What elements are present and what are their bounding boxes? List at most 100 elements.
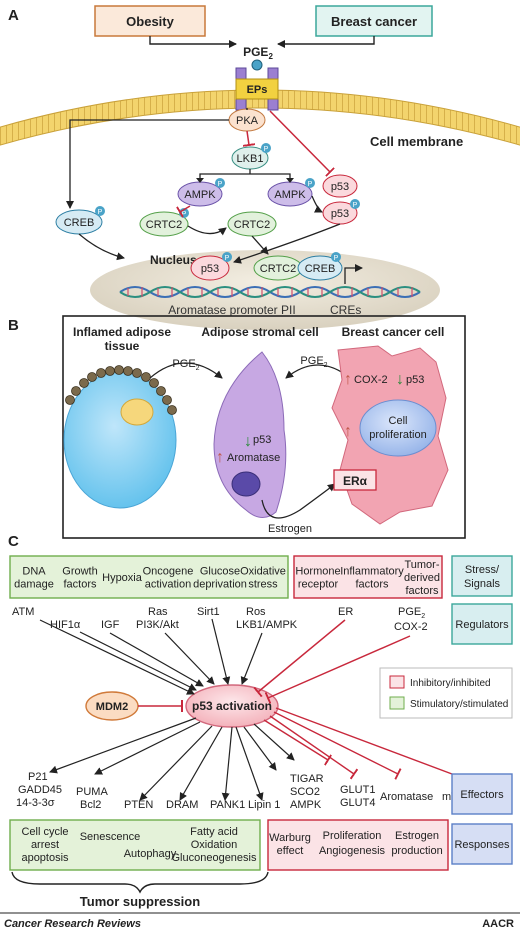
- pka-inhibits-lkb1: [242, 130, 256, 147]
- adipocyte-nucleus: [120, 398, 154, 426]
- p53-nuclear-node: [190, 255, 230, 281]
- era-box: [333, 469, 377, 491]
- eff-bcl2: Bcl2: [80, 799, 101, 811]
- green-signal-3-0: Oncogene: [143, 566, 194, 578]
- resp-prolif-1: Proliferation: [323, 830, 382, 842]
- green-signal-4-0: Glucose: [200, 566, 240, 578]
- ep-receptor: [235, 67, 279, 111]
- reg-cox2: COX-2: [394, 621, 428, 633]
- eff-ampk: AMPK: [290, 799, 322, 811]
- eff-dram: DRAM: [166, 799, 198, 811]
- aromatase-promoter-label: Aromatase promoter PII: [168, 303, 295, 317]
- phospho-label: P: [353, 202, 358, 209]
- cancer-cell-title: Breast cancer cell: [342, 325, 445, 339]
- reg-igf: IGF: [101, 619, 120, 631]
- er-inhibits-p53: [253, 619, 346, 698]
- eff-pank1: PANK1: [210, 799, 245, 811]
- creb-label: CREB: [64, 217, 95, 229]
- lkb1-label: LKB1: [237, 153, 264, 165]
- creb-to-nucleus-arrow: [78, 233, 125, 261]
- eff-pten: PTEN: [124, 799, 153, 811]
- reg-ros: Ros: [246, 606, 266, 618]
- resp-senescence: Senescence: [80, 831, 141, 843]
- red-signal-1-0: Inflammatory: [340, 566, 404, 578]
- phospho-label: P: [98, 209, 103, 216]
- cell-prolif-label-2: proliferation: [369, 429, 426, 441]
- green-signals-box: [9, 555, 289, 599]
- phospho-label: P: [218, 181, 223, 188]
- inflamed-title-2: tissue: [105, 339, 140, 353]
- aromatase-up-arrow: ↑: [216, 449, 224, 466]
- ampk-phospho-2: [305, 178, 315, 188]
- publisher-name: AACR: [482, 918, 514, 930]
- cancer-to-pge2-arrow: [277, 36, 375, 48]
- crtc2-label-b: CRTC2: [234, 219, 270, 231]
- legend-inhibitory-swatch: [389, 675, 405, 689]
- eff-glut4: GLUT4: [340, 797, 375, 809]
- panel-b-label: B: [8, 317, 19, 334]
- cres-label: CREs: [330, 303, 361, 317]
- creb-phospho: [95, 206, 105, 216]
- eff-tigar: TIGAR: [290, 773, 324, 785]
- cell-prolif-label-1: Cell: [389, 415, 408, 427]
- green-signal-0-0: DNA: [22, 566, 46, 578]
- stromal-title: Adipose stromal cell: [201, 325, 318, 339]
- red-signal-0-0: Hormone: [295, 566, 340, 578]
- green-signal-1-1: factors: [63, 579, 97, 591]
- pka-label: PKA: [236, 115, 259, 127]
- cox2-label: COX-2: [354, 374, 388, 386]
- red-signal-1-1: factors: [355, 579, 389, 591]
- cancer-p53-down-arrow: ↓: [396, 371, 404, 388]
- stress-signals-label-1: Stress/: [465, 564, 500, 576]
- effectors-box: [451, 773, 513, 815]
- reg-sirt1: Sirt1: [197, 606, 220, 618]
- stress-signals-box: [451, 555, 513, 597]
- mdm2-label: MDM2: [96, 701, 128, 713]
- pge2-label: PGE2: [243, 45, 273, 61]
- cell-membrane-label: Cell membrane: [370, 134, 463, 149]
- phospho-label: P: [334, 255, 339, 262]
- reg-atm: ATM: [12, 606, 34, 618]
- creb-nuclear-node: [297, 255, 343, 281]
- ampk-label-1: AMPK: [184, 189, 216, 201]
- red-signals: HormonereceptorInflammatoryfactorsTumor-…: [295, 559, 440, 597]
- green-signal-5-0: Oxidative: [240, 566, 286, 578]
- p53-label-a: p53: [331, 181, 349, 193]
- reg-pge2: PGE2: [398, 606, 425, 620]
- red-signals-box: [293, 555, 443, 599]
- estrogen-label: Estrogen: [268, 523, 312, 535]
- p53-label-b: p53: [331, 208, 349, 220]
- p53-node-a: [322, 174, 358, 198]
- adipose-to-stromal-pge2: [149, 362, 223, 379]
- eff-glut1: GLUT1: [340, 784, 375, 796]
- resp-estrogen-2: production: [391, 845, 442, 857]
- resp-warburg-2: effect: [277, 845, 304, 857]
- resp-warburg-1: Warburg: [269, 832, 311, 844]
- stromal-cell: [213, 351, 287, 518]
- panel-b-frame: [62, 315, 466, 539]
- green-signal-0-1: damage: [14, 579, 54, 591]
- legend-inhibitory-label: Inhibitory/inhibited: [410, 678, 491, 689]
- tumor-suppression-label: Tumor suppression: [80, 894, 200, 909]
- legend-stimulatory-swatch: [389, 696, 405, 710]
- p53-down-arrow: ↓: [244, 433, 252, 450]
- arrowhead: [196, 178, 204, 183]
- pge2-right-label: PGE2: [300, 355, 327, 369]
- eff-p21: P21: [28, 771, 48, 783]
- red-signal-0-1: receptor: [298, 579, 339, 591]
- prolif-up-arrow: ↑: [344, 423, 352, 440]
- ampk-to-p53-arrow: [311, 195, 323, 213]
- green-signal-1-0: Growth: [62, 566, 97, 578]
- eff-lipin1: Lipin 1: [248, 799, 280, 811]
- phospho-label: P: [264, 146, 269, 153]
- red-responses-box: [267, 819, 449, 871]
- resp-fatty-1: Fatty acid: [190, 826, 238, 838]
- phospho-label: P: [182, 211, 187, 218]
- lkb1-phospho: [261, 143, 271, 153]
- effector-inhibit-lines: [263, 707, 472, 786]
- cell-membrane: [0, 89, 520, 146]
- ampk-phospho-1: [215, 178, 225, 188]
- tumor-suppression-brace: [11, 871, 269, 894]
- cancer-nucleus: [359, 399, 437, 457]
